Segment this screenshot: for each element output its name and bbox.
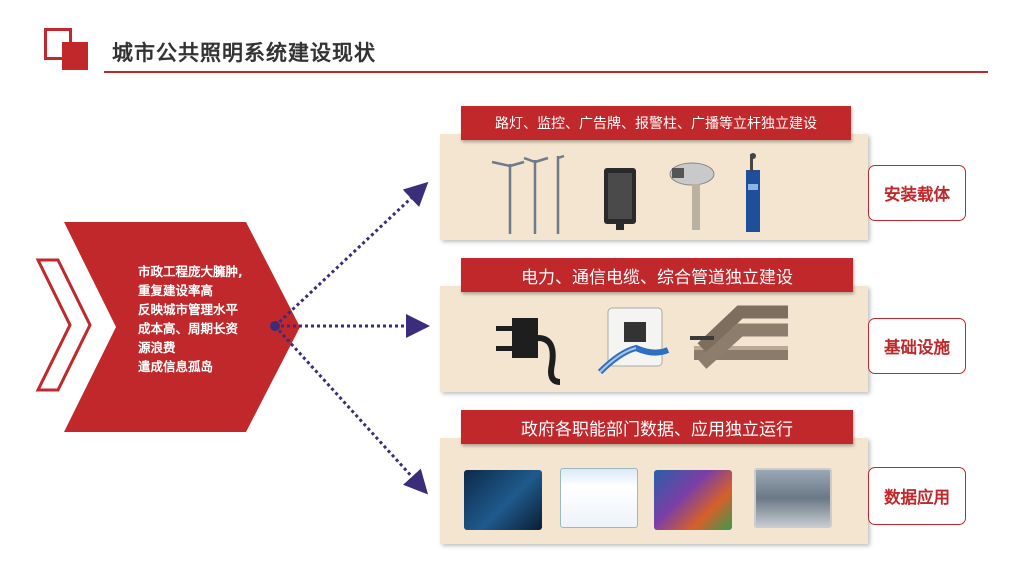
page-title: 城市公共照明系统建设现状: [112, 41, 376, 65]
logo: [44, 28, 90, 72]
panel-data-apps: [440, 438, 868, 544]
power-plug-icon: [496, 318, 561, 385]
left-arrow-shape: [64, 222, 300, 432]
billboard-icon: [604, 168, 636, 230]
alarm-pillar-icon: [746, 153, 760, 232]
banner-data-apps: 政府各职能部门数据、应用独立运行: [461, 410, 853, 444]
panel-carriers: [440, 134, 868, 240]
banner-infrastructure: 电力、通信电缆、综合管道独立建设: [461, 258, 853, 292]
carrier-images: [491, 153, 760, 234]
panel-infrastructure: [440, 286, 868, 392]
title-divider: [104, 71, 988, 73]
left-line-4: 成本高、周期长资: [138, 321, 239, 336]
app-screenshot-form: [560, 468, 638, 528]
network-socket-icon: [597, 307, 670, 375]
banner-carriers: 路灯、监控、广告牌、报警柱、广播等立杆独立建设: [461, 106, 851, 140]
left-line-6: 遣成信息孤岛: [138, 359, 214, 374]
infrastructure-images: [496, 305, 788, 385]
tag-carriers: 安装载体: [868, 165, 966, 221]
left-line-3: 反映城市管理水平: [138, 302, 239, 317]
left-line-2: 重复建设率高: [138, 283, 214, 298]
camera-icon: [669, 162, 715, 230]
pipeline-icon: [690, 305, 788, 369]
left-panel-text: 市政工程庞大臃肿, 重复建设率高 反映城市管理水平 成本高、周期长资 源浪费 遣…: [138, 262, 243, 376]
left-line-5: 源浪费: [138, 340, 176, 355]
app-screenshot-video: [754, 468, 832, 528]
app-screenshot-map: [464, 470, 542, 530]
tag-infrastructure: 基础设施: [868, 318, 966, 374]
app-screenshot-tiles: [654, 470, 732, 530]
chevron-outline-icon: [35, 258, 92, 392]
left-line-1: 市政工程庞大臃肿,: [138, 264, 243, 279]
tag-data-apps: 数据应用: [868, 467, 966, 525]
street-lamp-icon: [491, 154, 565, 234]
